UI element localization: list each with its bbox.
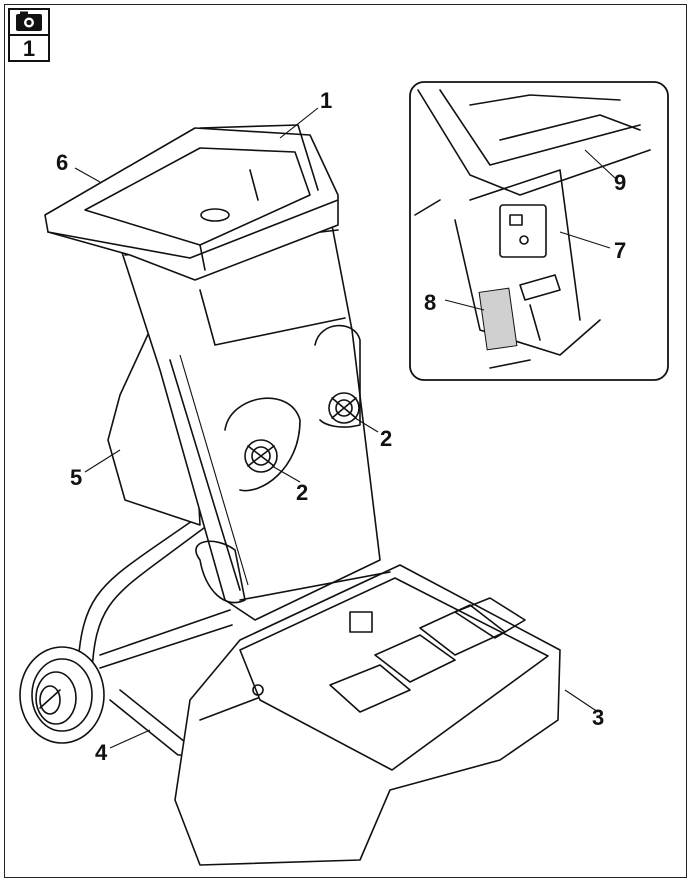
hopper [44,124,339,281]
leader-lines [74,107,616,749]
callout-2-left: 2 [296,480,308,505]
collection-tray [174,564,561,866]
callout-5: 5 [70,465,82,490]
motor-cover [195,540,246,604]
camera-icon [10,10,48,36]
wheel-frame [19,511,233,756]
knob-right [328,392,360,424]
callout-9: 9 [614,170,626,195]
figure-frame [4,4,687,878]
callout-1: 1 [320,88,332,113]
knob-left [244,439,278,473]
callout-8: 8 [424,290,436,315]
callout-6: 6 [56,150,68,175]
figure-number: 1 [22,36,36,61]
figure-badge: 1 [8,8,50,62]
main-body [117,214,381,621]
callout-4: 4 [95,740,108,765]
rating-plate [478,287,518,351]
callout-2-right: 2 [380,426,392,451]
detail-inset [409,81,669,381]
callout-3: 3 [592,705,604,730]
callout-7: 7 [614,238,626,263]
